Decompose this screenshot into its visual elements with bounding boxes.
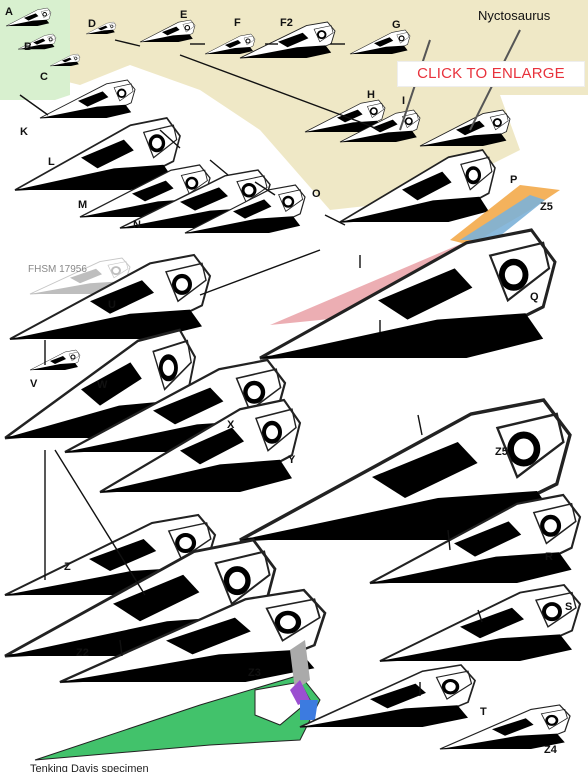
skull-v	[29, 349, 81, 371]
arrows	[19, 39, 483, 696]
label-l: L	[48, 156, 55, 168]
label-x: X	[227, 419, 235, 431]
label-t: T	[480, 706, 487, 718]
skull-z3	[34, 640, 321, 761]
label-d: D	[88, 18, 96, 30]
label-z5-top: Z5	[540, 201, 553, 213]
click-to-enlarge-button[interactable]: CLICK TO ENLARGE	[397, 61, 585, 87]
label-z5-mid: Z5	[495, 446, 508, 458]
label-m: M	[78, 199, 87, 211]
skull-s	[378, 583, 582, 663]
label-p: P	[510, 174, 517, 186]
label-r: R	[545, 551, 553, 563]
label-q: Q	[530, 291, 539, 303]
label-f: F	[234, 17, 241, 29]
label-c: C	[40, 71, 48, 83]
label-e: E	[180, 9, 187, 21]
label-a: A	[5, 6, 13, 18]
specimen-label: FHSM 17956	[28, 264, 87, 275]
diagram-title: Nyctosaurus	[478, 8, 551, 23]
label-z4: Z4	[544, 744, 558, 756]
skull-q	[260, 230, 555, 358]
skull-t	[298, 663, 477, 729]
label-h: H	[367, 89, 375, 101]
label-k: K	[20, 126, 28, 138]
label-i: I	[402, 95, 405, 107]
specimen-caption: Tenking Davis specimen	[30, 763, 149, 772]
label-w: W	[97, 379, 108, 391]
label-z3: Z3	[248, 667, 261, 679]
label-z: Z	[64, 561, 71, 573]
label-o: O	[312, 188, 321, 200]
label-v: V	[30, 378, 38, 390]
label-s: S	[565, 601, 572, 613]
label-y: Y	[288, 454, 296, 466]
skull-z5-overlay	[450, 185, 560, 245]
label-u: U	[108, 299, 116, 311]
label-b: B	[24, 41, 32, 53]
label-f2: F2	[280, 17, 293, 29]
label-n: N	[133, 219, 141, 231]
label-z2: Z2	[76, 647, 89, 659]
label-g: G	[392, 19, 401, 31]
